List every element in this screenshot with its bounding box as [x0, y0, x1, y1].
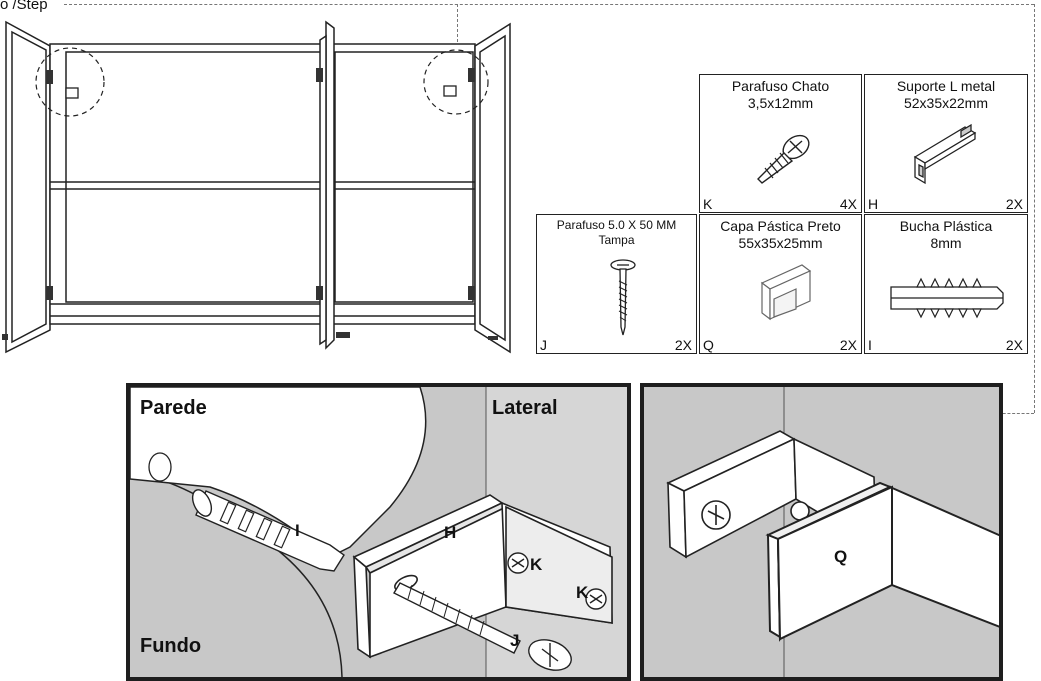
wall-plug-icon [890, 277, 1004, 319]
part-j-qty: 2X [674, 337, 692, 353]
detail-panel-wall-mount: Parede Lateral Fundo I H K K J [126, 383, 631, 681]
screw-flat-icon [757, 134, 810, 184]
cabinet-illustration [2, 20, 511, 354]
part-k-flat-screw: Parafuso Chato 3,5x12mm K 4X [699, 74, 862, 213]
callout-i: I [295, 521, 300, 540]
dashed-guide-top [64, 4, 1034, 5]
part-j-long-screw: Parafuso 5.0 X 50 MM Tampa J 2X [536, 214, 697, 354]
part-h-qty: 2X [1005, 196, 1023, 212]
part-i-wall-plug: Bucha Plástica 8mm I 2X [864, 214, 1028, 354]
label-side: Lateral [492, 397, 558, 419]
part-k-name: Parafuso Chato 3,5x12mm [731, 78, 830, 111]
label-back: Fundo [140, 635, 202, 657]
part-q-qty: 2X [839, 337, 857, 353]
l-bracket-icon [913, 123, 977, 185]
part-i-qty: 2X [1005, 337, 1023, 353]
part-q-plastic-cap: Capa Pástica Preto 55x35x25mm Q 2X [699, 214, 862, 354]
label-wall: Parede [140, 397, 207, 419]
callout-q: Q [834, 547, 848, 566]
dashed-guide-right [1034, 4, 1035, 413]
step-label: o /Step [0, 0, 48, 13]
part-q-name: Capa Pástica Preto 55x35x25mm [720, 218, 841, 251]
part-k-code: K [703, 196, 713, 212]
part-h-name: Suporte L metal 52x35x22mm [896, 78, 996, 111]
callout-k-2: K [576, 583, 589, 602]
part-j-code: J [540, 337, 547, 353]
part-h-l-bracket: Suporte L metal 52x35x22mm H 2X [864, 74, 1028, 213]
plastic-cap-icon [760, 264, 812, 321]
detail-panel-cap: Q [640, 383, 1003, 681]
part-i-code: I [868, 337, 872, 353]
part-h-code: H [868, 196, 879, 212]
callout-k-1: K [530, 555, 543, 574]
cap-illustration [666, 387, 999, 677]
callout-j: J [510, 631, 520, 650]
dashed-guide-mid [457, 4, 458, 42]
dashed-guide-bottom [998, 413, 1034, 414]
part-i-name: Bucha Plástica 8mm [899, 218, 993, 251]
long-screw-icon [610, 259, 636, 336]
wall-mount-illustration [130, 387, 627, 677]
callout-h: H [444, 523, 457, 542]
part-k-qty: 4X [839, 196, 857, 212]
part-q-code: Q [703, 337, 714, 353]
part-j-name: Parafuso 5.0 X 50 MM Tampa [556, 218, 677, 247]
